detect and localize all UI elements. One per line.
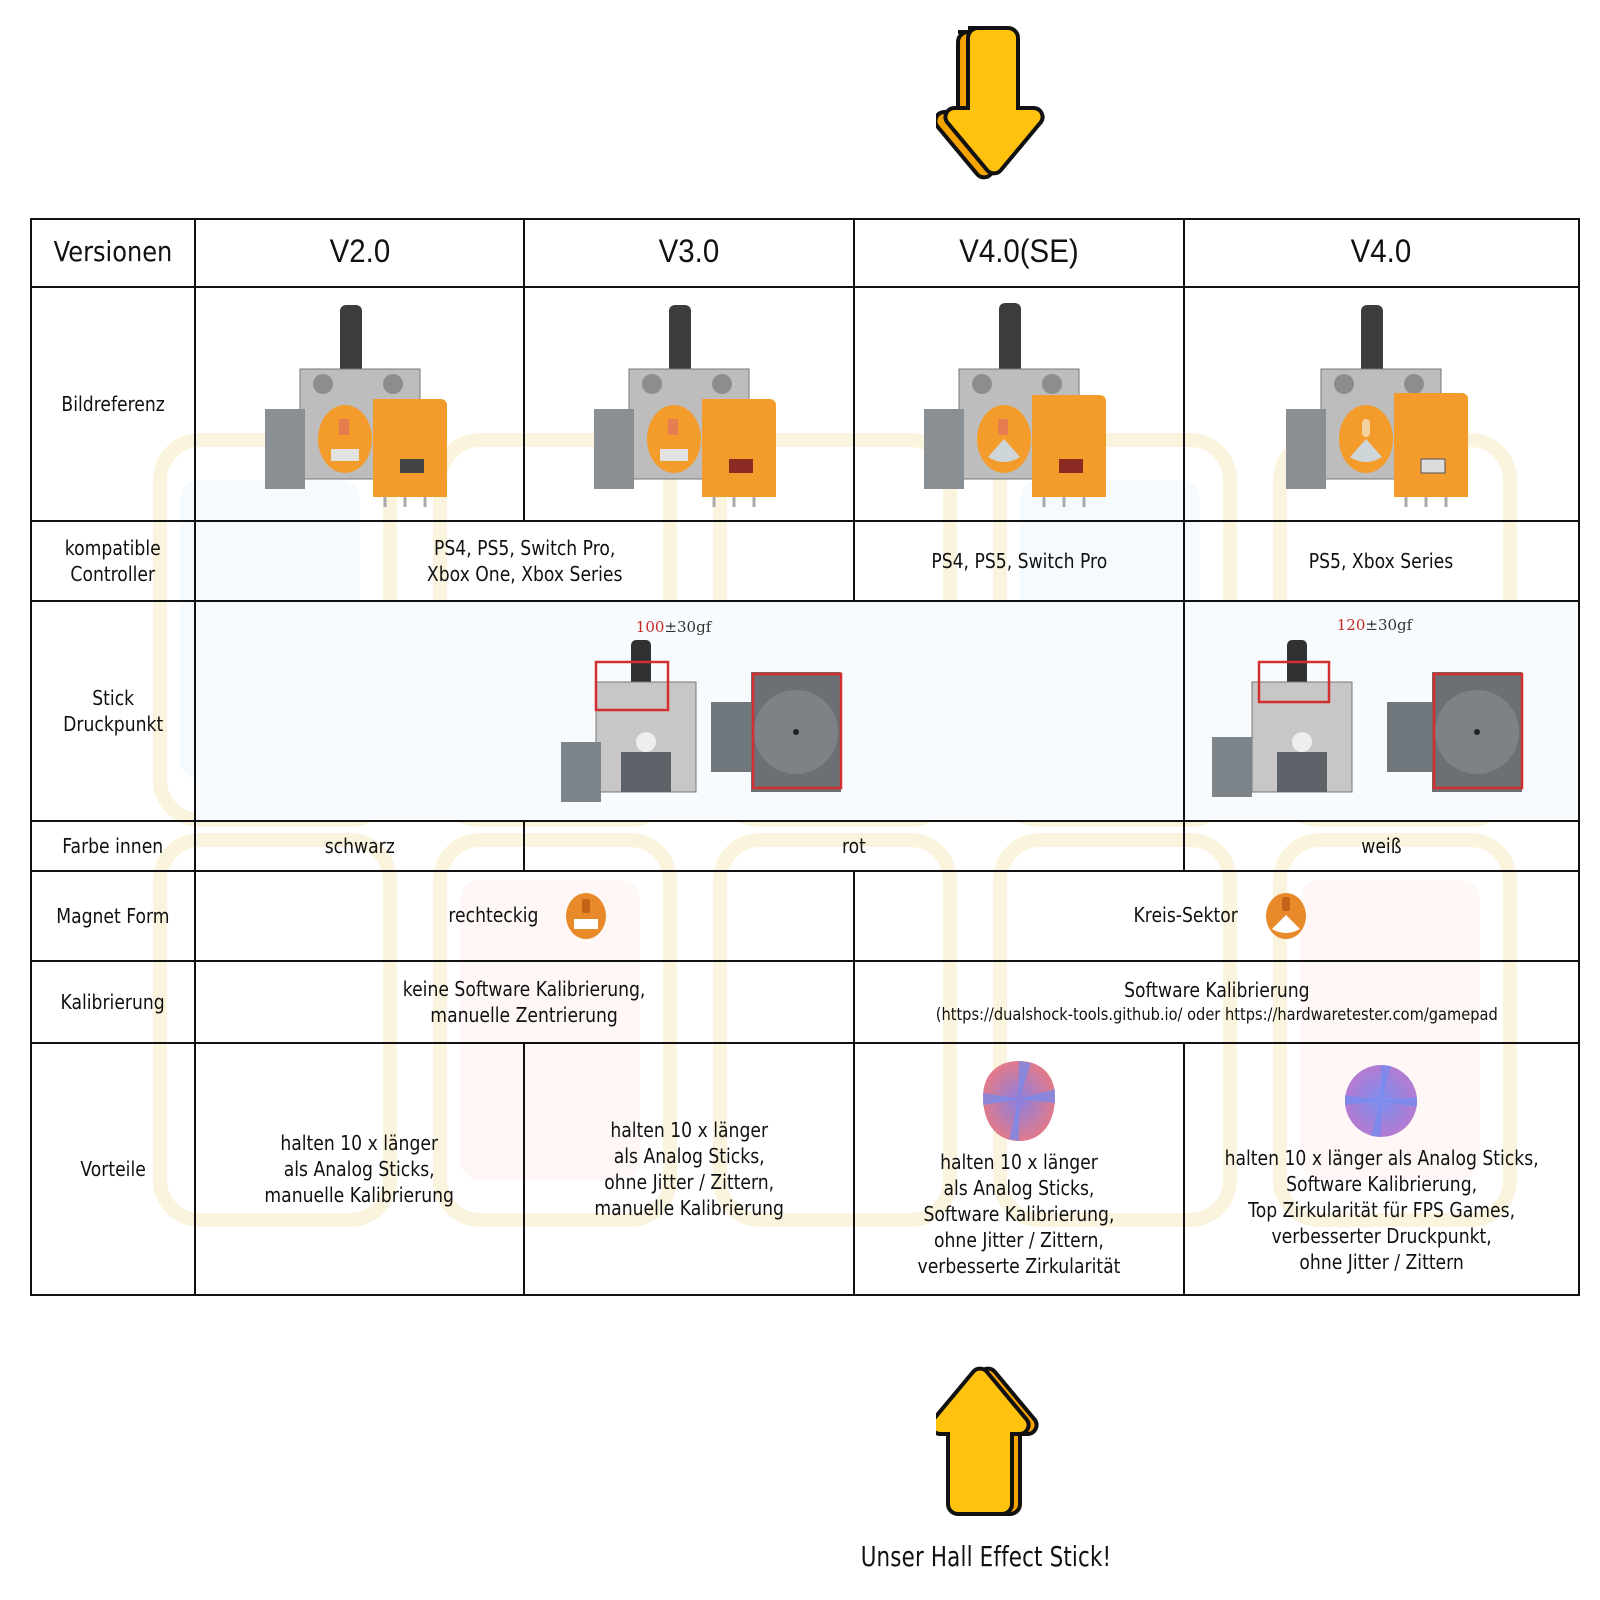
- kalibrierung-v2-v3: keine Software Kalibrierung, manuelle Ze…: [193, 960, 856, 1044]
- row-label: Kalibrierung: [60, 990, 166, 1014]
- stick-image-cell: [193, 286, 526, 522]
- farbe-v3-v4se: rot: [523, 820, 1185, 872]
- row-label-cell: kompatible Controller: [30, 520, 196, 602]
- compat-v4se: PS4, PS5, Switch Pro: [853, 520, 1185, 602]
- vorteile-v4-text: halten 10 x länger als Analog Sticks, So…: [1224, 1146, 1539, 1274]
- magnet-v4se-v4-text: Kreis-Sektor: [1133, 902, 1238, 927]
- vorteile-v3-text: halten 10 x länger als Analog Sticks, oh…: [594, 1118, 785, 1220]
- kalibrierung-title: Software Kalibrierung: [1123, 978, 1310, 1002]
- row-kompatibel: kompatible Controller PS4, PS5, Switch P…: [30, 520, 1581, 602]
- stick-v2-image: [264, 305, 447, 507]
- circularity-plot-v4se: [982, 1061, 1055, 1141]
- row-label-cell: Vorteile: [30, 1042, 196, 1296]
- compat-v4se-text: PS4, PS5, Switch Pro: [930, 549, 1107, 573]
- row-label: Magnet Form: [56, 904, 170, 928]
- kalibrierung-v4se-v4: Software Kalibrierung (https://dualshock…: [853, 960, 1580, 1044]
- row-bildreferenz: Bildreferenz: [30, 286, 1581, 522]
- version-v3: V3.0: [658, 233, 720, 269]
- row-magnet: Magnet Form rechteckig Kreis-Sektor: [30, 870, 1580, 962]
- version-v2: V2.0: [329, 233, 390, 269]
- row-label-cell: Bildreferenz: [30, 286, 196, 522]
- row-kalibrierung: Kalibrierung keine Software Kalibrierung…: [30, 960, 1580, 1044]
- circularity-plot-v4: [1345, 1065, 1418, 1137]
- farbe-v3-v4se-text: rot: [842, 834, 867, 858]
- comparison-table: Versionen V2.0 V3.0 V4.0(SE) V4.0 Bildre…: [30, 218, 1581, 1296]
- caption: Unser Hall Effect Stick!: [860, 1540, 1112, 1573]
- compat-v2-v3-text: PS4, PS5, Switch Pro, Xbox One, Xbox Ser…: [426, 536, 623, 586]
- row-label: Bildreferenz: [61, 392, 165, 416]
- compat-v4: PS5, Xbox Series: [1182, 520, 1581, 602]
- version-v4: V4.0: [1351, 233, 1412, 269]
- stick-v4-image: [1286, 305, 1469, 507]
- row-label: kompatible Controller: [64, 536, 161, 586]
- header-version-cell: V3.0: [523, 218, 856, 288]
- druckpunkt-v2-v4se: 100±30gf: [193, 600, 1185, 822]
- header-version-cell: V4.0(SE): [853, 218, 1185, 288]
- stick-image-cell: [523, 286, 856, 522]
- row-label: Farbe innen: [62, 834, 164, 858]
- vorteile-v3: halten 10 x länger als Analog Sticks, oh…: [523, 1042, 856, 1296]
- force-label-b: 120±30gf: [1336, 616, 1413, 634]
- row-vorteile: Vorteile halten 10 x länger als Analog S…: [30, 1042, 1581, 1296]
- row-label-cell: Magnet Form: [30, 870, 196, 962]
- row-label-cell: Farbe innen: [30, 820, 196, 872]
- vorteile-v2: halten 10 x länger als Analog Sticks, ma…: [193, 1042, 526, 1296]
- kalibrierung-v2-v3-text: keine Software Kalibrierung, manuelle Ze…: [403, 977, 646, 1027]
- farbe-v4-text: weiß: [1361, 834, 1402, 858]
- arrow-up-icon: [936, 1366, 1039, 1516]
- compat-v4-text: PS5, Xbox Series: [1309, 549, 1454, 573]
- farbe-v4: weiß: [1182, 820, 1581, 872]
- calibration-links[interactable]: (https://dualshock-tools.github.io/ oder…: [935, 1005, 1498, 1025]
- vorteile-v4se: halten 10 x länger als Analog Sticks, So…: [853, 1042, 1185, 1296]
- pressure-diagram-a: [560, 640, 843, 802]
- vorteile-v2-text: halten 10 x länger als Analog Sticks, ma…: [264, 1131, 455, 1207]
- magnet-v2-v3-text: rechteckig: [448, 902, 539, 927]
- stick-image-cell: [1182, 286, 1581, 522]
- row-label: Stick Druckpunkt: [62, 686, 163, 736]
- stick-image-cell: [853, 286, 1185, 522]
- force-label-a: 100±30gf: [635, 618, 712, 636]
- version-v4se: V4.0(SE): [959, 233, 1079, 269]
- vorteile-v4: halten 10 x länger als Analog Sticks, So…: [1182, 1042, 1581, 1296]
- vorteile-v4se-text: halten 10 x länger als Analog Sticks, So…: [917, 1150, 1121, 1278]
- druckpunkt-v4: 120±30gf: [1182, 600, 1581, 822]
- header-version-cell: V2.0: [193, 218, 526, 288]
- sector-magnet-icon: [1266, 893, 1307, 939]
- farbe-v2: schwarz: [193, 820, 526, 872]
- row-druckpunkt: Stick Druckpunkt 100±30gf 120±30gf: [30, 600, 1581, 822]
- stick-v3-image: [594, 305, 777, 507]
- header-version-cell: V4.0: [1182, 218, 1581, 288]
- rectangular-magnet-icon: [566, 893, 606, 939]
- compat-v2-v3: PS4, PS5, Switch Pro, Xbox One, Xbox Ser…: [193, 520, 856, 602]
- header-label: Versionen: [53, 235, 173, 268]
- row-label: Vorteile: [80, 1157, 146, 1181]
- farbe-v2-text: schwarz: [324, 834, 395, 858]
- row-farbe: Farbe innen schwarz rot weiß: [30, 820, 1581, 872]
- header-label-cell: Versionen: [30, 218, 196, 288]
- stick-v4se-image: [923, 303, 1106, 507]
- row-label-cell: Stick Druckpunkt: [30, 600, 196, 822]
- pressure-diagram-b: [1211, 640, 1524, 797]
- magnet-v4se-v4: Kreis-Sektor: [853, 870, 1580, 962]
- row-label-cell: Kalibrierung: [30, 960, 196, 1044]
- magnet-v2-v3: rechteckig: [193, 870, 856, 962]
- header-row: Versionen V2.0 V3.0 V4.0(SE) V4.0: [30, 218, 1581, 288]
- arrow-down-icon: [936, 26, 1045, 180]
